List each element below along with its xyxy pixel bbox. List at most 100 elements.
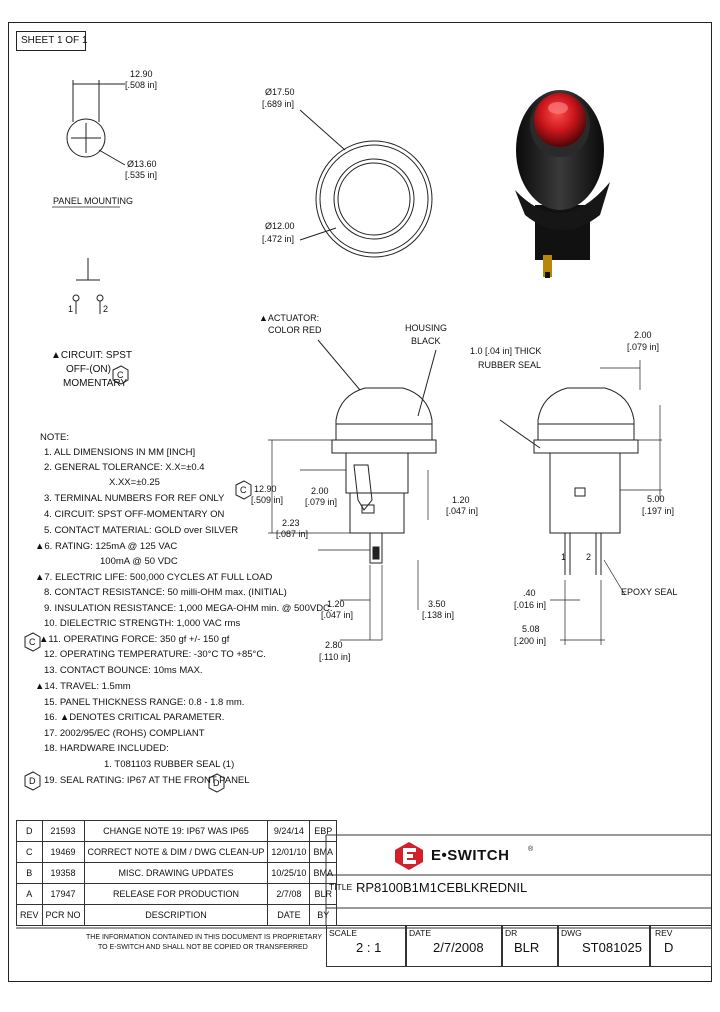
drawing-sheet [8, 22, 712, 982]
seal-label-2: RUBBER SEAL [478, 360, 542, 370]
circuit-badge: C [117, 370, 124, 380]
top-inner-dia: Ø12.00 [265, 221, 295, 231]
sheet-label: SHEET 1 OF 1 [21, 35, 88, 46]
rev-label: REV [655, 928, 673, 938]
panel-dim-width-in: [.508 in] [125, 80, 158, 90]
note-line: 4. CIRCUIT: SPST OFF-MOMENTARY ON [44, 509, 225, 520]
side-dim-280: 2.80 [325, 640, 343, 650]
by-cell: BMA [309, 841, 337, 863]
table-row: A 17947 RELEASE FOR PRODUCTION 2/7/08 BL… [16, 883, 337, 905]
note-line: 13. CONTACT BOUNCE: 10ms MAX. [44, 665, 203, 676]
dwg-value: ST081025 [582, 940, 642, 955]
right-dim-500-in: [.197 in] [642, 506, 675, 516]
side-dim-1290-in: [.509 in] [251, 495, 284, 505]
rev-cell: C [16, 841, 43, 863]
date-cell: 2/7/08 [267, 883, 311, 905]
side-dim-200-in: [.079 in] [305, 497, 338, 507]
scale-value: 2 : 1 [356, 940, 382, 955]
pcr-cell: 19469 [41, 841, 85, 863]
date-cell: 12/01/10 [267, 841, 311, 863]
right-pin-1: 1 [561, 552, 567, 562]
panel-mounting-label: PANEL MOUNTING [53, 196, 134, 206]
right-dim-200-in: [.079 in] [627, 342, 660, 352]
pcr-cell: 17947 [41, 883, 85, 905]
note-line: ▲6. RATING: 125mA @ 125 VAC [35, 541, 178, 552]
epoxy-seal-label: EPOXY SEAL [621, 587, 678, 597]
desc-cell: CHANGE NOTE 19: IP67 WAS IP65 [83, 820, 269, 842]
dwg-label: DWG [561, 928, 582, 938]
note-line: X.XX=±0.25 [109, 477, 160, 488]
table-row: D 21593 CHANGE NOTE 19: IP67 WAS IP65 9/… [16, 820, 337, 842]
pcr-cell: 21593 [41, 820, 85, 842]
note-line: 8. CONTACT RESISTANCE: 50 milli-OHM max.… [44, 587, 287, 598]
seal-label-1: 1.0 [.04 in] THICK [470, 346, 542, 356]
side-dim-120b: 1.20 [327, 599, 345, 609]
note-line: 100mA @ 50 VDC [100, 556, 178, 567]
date-cell: 10/25/10 [267, 862, 311, 884]
note-line: 16. ▲DENOTES CRITICAL PARAMETER. [44, 712, 225, 723]
note-line: 9. INSULATION RESISTANCE: 1,000 MEGA-OHM… [44, 603, 333, 614]
sheet-label-box [16, 31, 86, 51]
side-dim-120-in: [.047 in] [446, 506, 479, 516]
date-header: DATE [267, 904, 311, 926]
disclaimer-line-1: THE INFORMATION CONTAINED IN THIS DOCUME… [86, 934, 323, 941]
note-line: 15. PANEL THICKNESS RANGE: 0.8 - 1.8 mm. [44, 697, 245, 708]
note-line: 19. SEAL RATING: IP67 AT THE FRONT PANEL [44, 775, 250, 786]
rev-cell: B [16, 862, 43, 884]
actuator-label-2: COLOR RED [268, 325, 322, 335]
housing-label-1: HOUSING [405, 323, 448, 333]
top-outer-dia-in: [.689 in] [262, 99, 295, 109]
notes-badge-d-right: D [213, 778, 220, 788]
rev-cell: A [16, 883, 43, 905]
eswitch-logo-icon [395, 842, 423, 870]
note-line: 10. DIELECTRIC STRENGTH: 1,000 VAC rms [44, 618, 241, 629]
note-line: 1. ALL DIMENSIONS IN MM [INCH] [44, 447, 196, 458]
right-dim-500: 5.00 [647, 494, 665, 504]
side-dim-223: 2.23 [282, 518, 300, 528]
side-dim-1290: 12.90 [254, 484, 277, 494]
desc-header: DESCRIPTION [83, 904, 269, 926]
revision-table: D 21593 CHANGE NOTE 19: IP67 WAS IP65 9/… [16, 820, 337, 926]
desc-cell: MISC. DRAWING UPDATES [83, 862, 269, 884]
side-dim-350: 3.50 [428, 599, 446, 609]
date-label: DATE [409, 928, 432, 938]
company-logo: E•SWITCH ® [395, 842, 545, 870]
scale-box [326, 925, 406, 967]
by-cell: EBP [309, 820, 337, 842]
title-value: RP8100B1M1CEBLKREDNIL [356, 880, 528, 895]
disclaimer-line-2: TO E-SWITCH AND SHALL NOT BE COPIED OR T… [98, 944, 308, 951]
circuit-line-1: ▲CIRCUIT: SPST [51, 350, 133, 361]
rev-header: REV [16, 904, 43, 926]
right-dim-040-in: [.016 in] [514, 600, 547, 610]
table-header-row: REV PCR NO DESCRIPTION DATE BY [16, 904, 337, 926]
dr-value: BLR [514, 940, 540, 955]
circuit-line-2: OFF-(ON) [66, 364, 111, 375]
table-row: B 19358 MISC. DRAWING UPDATES 10/25/10 B… [16, 862, 337, 884]
rev-cell: D [16, 820, 43, 842]
rev-box [650, 925, 712, 967]
side-dim-120: 1.20 [452, 495, 470, 505]
desc-cell: RELEASE FOR PRODUCTION [83, 883, 269, 905]
date-box [406, 925, 502, 967]
side-dim-223-in: [.087 in] [276, 529, 309, 539]
side-dim-200: 2.00 [311, 486, 329, 496]
notes-badge-c: C [29, 637, 36, 647]
dr-box [502, 925, 558, 967]
circuit-line-3: MOMENTARY [63, 378, 128, 389]
side-badge: C [240, 485, 247, 495]
date-value: 2/7/2008 [433, 940, 484, 955]
note-line: 1. T081103 RUBBER SEAL (1) [104, 759, 235, 770]
scale-label: SCALE [329, 928, 357, 938]
note-line: 2. GENERAL TOLERANCE: X.X=±0.4 [44, 462, 205, 473]
by-header: BY [309, 904, 337, 926]
housing-label-2: BLACK [411, 336, 441, 346]
company-registered-mark: ® [528, 846, 534, 853]
right-pin-2: 2 [586, 552, 592, 562]
top-outer-dia: Ø17.50 [265, 87, 295, 97]
note-line: 3. TERMINAL NUMBERS FOR REF ONLY [44, 493, 225, 504]
notes-badge-d-left: D [29, 776, 36, 786]
circuit-pin-2: 2 [103, 304, 109, 314]
panel-dim-dia: Ø13.60 [127, 159, 157, 169]
top-inner-dia-in: [.472 in] [262, 234, 295, 244]
note-line: 5. CONTACT MATERIAL: GOLD over SILVER [44, 525, 239, 536]
